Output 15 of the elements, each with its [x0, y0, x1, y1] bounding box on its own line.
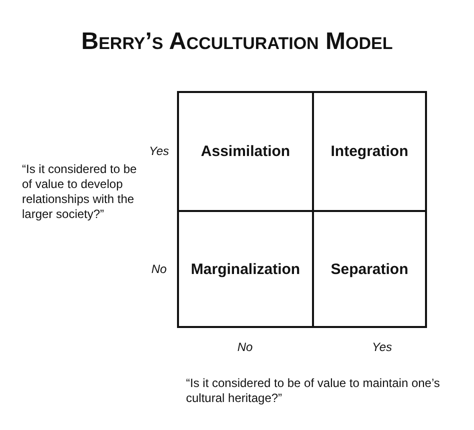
quadrant-label: Marginalization: [190, 260, 300, 278]
axis-value: Yes: [148, 144, 170, 158]
matrix-cell: [312, 91, 427, 212]
axis-value: No: [150, 262, 168, 276]
axis-value: Yes: [370, 340, 393, 354]
quadrant-label: Assimilation: [200, 143, 290, 160]
diagram-title: Berry’s Acculturation Model: [80, 28, 394, 56]
axis-question: “Is it considered to be of value to develop relationships with the larger society?”: [22, 162, 138, 222]
matrix-cell: [312, 210, 427, 328]
quadrant-label: Integration: [330, 143, 408, 160]
axis-value: No: [236, 340, 254, 354]
matrix-cell: [177, 210, 314, 328]
quadrant-label: Separation: [330, 260, 408, 278]
axis-question: “Is it considered to be of value to maintain one’s cultural heritage?”: [186, 376, 441, 406]
matrix-cell: [177, 91, 314, 212]
